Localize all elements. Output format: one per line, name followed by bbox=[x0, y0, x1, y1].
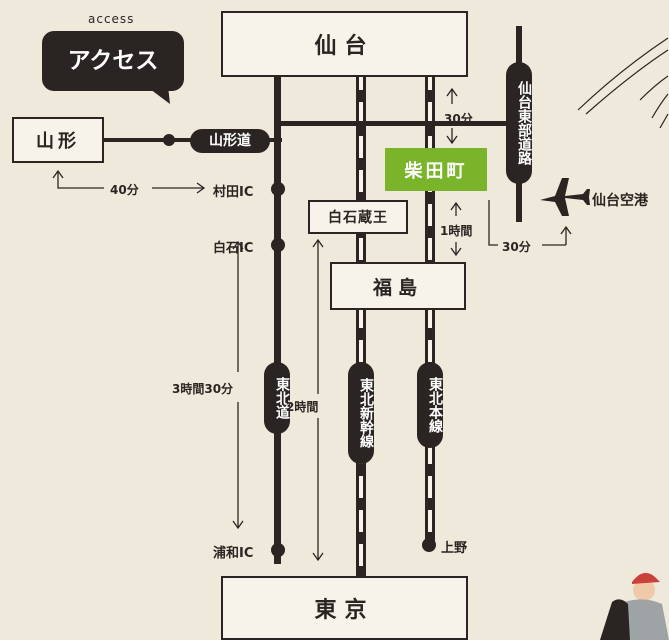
murata-ic-label: 村田IC bbox=[213, 185, 254, 200]
sendai-connector-line bbox=[280, 121, 520, 126]
access-caption: access bbox=[88, 12, 135, 26]
time-yamagata-murata: 40分 bbox=[110, 183, 139, 197]
murata-ic-dot bbox=[271, 182, 285, 196]
urawa-ic-dot bbox=[271, 543, 285, 557]
time-car-total: 3時間30分 bbox=[172, 382, 234, 396]
sendai-box[interactable]: 仙台 bbox=[221, 11, 468, 77]
tokyo-box[interactable]: 東京 bbox=[221, 576, 468, 640]
airport-label: 仙台空港 bbox=[592, 193, 648, 209]
honsen-label: 東北本線 bbox=[417, 362, 443, 448]
airplane-icon bbox=[540, 178, 590, 216]
time-shibata-fukushima: 1時間 bbox=[440, 224, 473, 238]
access-bubble bbox=[42, 31, 184, 91]
time-train-total: 2時間 bbox=[286, 400, 319, 414]
tohoku-do-label: 東北道 bbox=[264, 362, 290, 434]
ueno-label: 上野 bbox=[441, 541, 468, 556]
ueno-dot bbox=[422, 538, 436, 552]
shiroishi-ic-dot bbox=[271, 238, 285, 252]
tohoku-expressway-line bbox=[274, 68, 281, 564]
fukushima-box[interactable]: 福島 bbox=[330, 262, 466, 310]
sketch-lines bbox=[577, 37, 669, 129]
shiroishi-zao-box[interactable]: 白石蔵王 bbox=[308, 200, 408, 234]
urawa-ic-label: 浦和IC bbox=[213, 546, 254, 561]
time-sendai-shibata: 30分 bbox=[444, 112, 473, 126]
bubble-tail bbox=[146, 86, 170, 104]
time-airport: 30分 bbox=[502, 240, 531, 254]
yamagata-road-dot bbox=[163, 134, 175, 146]
shinkansen-line bbox=[356, 68, 366, 588]
access-title: アクセス bbox=[67, 48, 159, 74]
shinkansen-label: 東北新幹線 bbox=[348, 362, 374, 464]
shibata-box[interactable]: 柴田町 bbox=[385, 148, 487, 191]
traveler-illustration bbox=[600, 572, 669, 640]
yamagata-box[interactable]: 山形 bbox=[12, 117, 104, 163]
sendai-tobu-label: 仙台東部道路 bbox=[506, 62, 532, 184]
yamagata-do-label: 山形道 bbox=[190, 129, 270, 153]
